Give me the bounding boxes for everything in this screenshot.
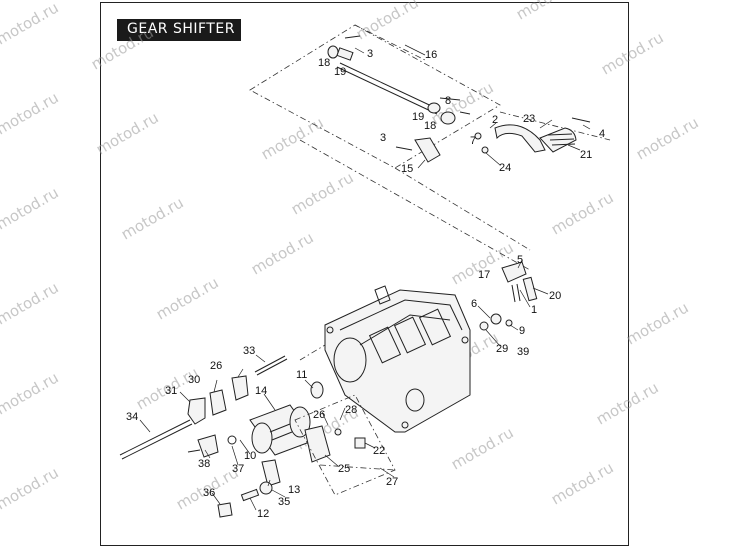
- callout-24: 24: [499, 162, 511, 174]
- watermark: motod.ru: [353, 0, 422, 43]
- callout-16: 16: [425, 49, 437, 61]
- shift-rod-assembly: [327, 35, 471, 125]
- callout-21: 21: [580, 149, 592, 161]
- callout-15: 15: [401, 163, 413, 175]
- detent-arm: [261, 459, 281, 487]
- callout-3: 3: [367, 48, 373, 60]
- watermark: motod.ru: [93, 108, 162, 158]
- watermark: motod.ru: [598, 28, 667, 78]
- watermark: motod.ru: [428, 78, 497, 128]
- callout-38: 38: [198, 458, 210, 470]
- shift-fork: [231, 375, 249, 401]
- callout-26: 26: [313, 409, 325, 421]
- watermark: motod.ru: [248, 228, 317, 278]
- callout-1: 1: [531, 304, 537, 316]
- callout-37: 37: [232, 463, 244, 475]
- watermark: motod.ru: [593, 378, 662, 428]
- watermark: motod.ru: [0, 463, 62, 513]
- shift-lever-assembly: [395, 117, 591, 163]
- callout-29: 29: [496, 343, 508, 355]
- callout-36: 36: [203, 487, 215, 499]
- callout-23: 23: [523, 113, 535, 125]
- watermark: motod.ru: [633, 113, 702, 163]
- callout-34: 34: [126, 411, 138, 423]
- callout-18: 18: [424, 120, 436, 132]
- callout-35: 35: [278, 496, 290, 508]
- right-side-parts: [479, 261, 538, 331]
- callout-28: 28: [345, 404, 357, 416]
- callout-19: 19: [412, 111, 424, 123]
- transmission-case: [324, 285, 471, 433]
- shifter-drum-assembly: [119, 355, 366, 518]
- linkage-group-outline: [249, 24, 611, 271]
- drum-bearing: [310, 381, 324, 399]
- shift-fork: [209, 389, 227, 416]
- shift-fork: [187, 397, 206, 425]
- washer: [240, 488, 260, 502]
- watermark-layer: motod.ru motod.ru motod.ru motod.ru moto…: [0, 0, 702, 513]
- detent-lever: [197, 434, 219, 458]
- title-banner: [117, 19, 241, 41]
- watermark: motod.ru: [0, 368, 62, 418]
- callout-13: 13: [288, 484, 300, 496]
- watermark: motod.ru: [0, 278, 62, 328]
- watermark: motod.ru: [118, 193, 187, 243]
- watermark: motod.ru: [88, 23, 157, 73]
- callout-22: 22: [373, 445, 385, 457]
- watermark: motod.ru: [0, 183, 62, 233]
- rod-jam-nut: [427, 102, 441, 114]
- watermark: motod.ru: [0, 0, 62, 48]
- shift-lever: [494, 124, 546, 153]
- callout-10: 10: [244, 450, 256, 462]
- callout-27: 27: [386, 476, 398, 488]
- callout-8: 8: [445, 95, 451, 107]
- callout-20: 20: [549, 290, 561, 302]
- callout-33: 33: [243, 345, 255, 357]
- watermark: motod.ru: [548, 188, 617, 238]
- rod-locknut: [336, 47, 354, 61]
- screw: [217, 502, 233, 518]
- callout-12: 12: [257, 508, 269, 520]
- watermark: motod.ru: [0, 88, 62, 138]
- callout-4: 4: [599, 128, 605, 140]
- lower-group-outline: [294, 344, 396, 496]
- leader-lines: [139, 44, 591, 511]
- case-body: [324, 289, 471, 433]
- watermark: motod.ru: [448, 423, 517, 473]
- watermark: motod.ru: [548, 458, 617, 508]
- pin: [522, 276, 538, 302]
- rod-end-bearing-lower: [440, 111, 456, 125]
- diagram-title: GEAR SHIFTER: [127, 21, 235, 37]
- callout-5: 5: [517, 254, 523, 266]
- watermark: motod.ru: [153, 273, 222, 323]
- callout-18: 18: [318, 57, 330, 69]
- callout-19: 19: [334, 66, 346, 78]
- callout-3: 3: [380, 132, 386, 144]
- callout-14: 14: [255, 385, 267, 397]
- callout-30: 30: [188, 374, 200, 386]
- watermark: motod.ru: [623, 298, 692, 348]
- callout-11: 11: [296, 369, 307, 381]
- callout-39: 39: [517, 346, 529, 358]
- shifter-pawl: [304, 425, 331, 463]
- callout-6: 6: [471, 298, 477, 310]
- callout-2: 2: [492, 114, 498, 126]
- watermark: motod.ru: [288, 168, 357, 218]
- lever-plate: [501, 261, 527, 283]
- diagram-frame: [100, 2, 629, 546]
- watermark: motod.ru: [513, 0, 582, 23]
- watermark: motod.ru: [258, 113, 327, 163]
- spring: [354, 437, 366, 449]
- inner-shift-lever: [414, 137, 441, 163]
- callout-labels: 3 16 18 19 8 19 18 2 23 4 7 3 21 15 24 5…: [126, 48, 605, 520]
- callout-31: 31: [165, 385, 177, 397]
- callout-9: 9: [519, 325, 525, 337]
- callout-25: 25: [338, 463, 350, 475]
- callout-17: 17: [478, 269, 490, 281]
- callout-7: 7: [470, 135, 476, 147]
- callout-26: 26: [210, 360, 222, 372]
